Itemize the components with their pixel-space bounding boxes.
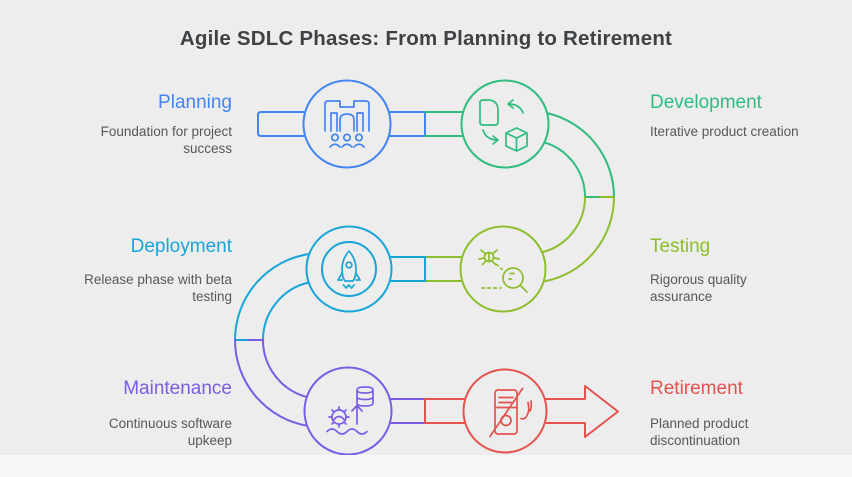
- ribbon-curve-left-cyan: [234, 252, 311, 341]
- development-circle: [460, 79, 550, 169]
- retirement-icon: [489, 387, 533, 438]
- phase-title-testing: Testing: [650, 236, 711, 257]
- phase-desc-development: Iterative product creation: [650, 123, 799, 139]
- ribbon-retirement-arrow: [424, 385, 619, 438]
- phase-block-retirement: Retirement Planned product discontinuati…: [650, 378, 850, 450]
- maintenance-circle: [303, 366, 393, 456]
- phase-block-testing: Testing Rigorous quality assurance: [650, 236, 850, 306]
- phase-circles: [302, 79, 550, 456]
- bottom-strip: [0, 455, 852, 477]
- maintenance-icon: [326, 386, 374, 435]
- phase-desc-retirement: Planned product discontinuation: [650, 415, 749, 449]
- ribbon-curve-left-purple: [234, 339, 309, 427]
- phase-title-planning: Planning: [158, 92, 232, 113]
- phase-title-retirement: Retirement: [650, 378, 743, 399]
- deployment-circle: [305, 225, 393, 313]
- phase-desc-planning: Foundation for project success: [100, 123, 232, 157]
- retirement-circle: [462, 368, 548, 454]
- planning-circle: [302, 79, 392, 169]
- testing-circle: [459, 225, 547, 313]
- planning-icon: [324, 100, 370, 148]
- page-title: Agile SDLC Phases: From Planning to Reti…: [179, 27, 673, 50]
- development-icon: [479, 99, 528, 152]
- phase-block-planning: Planning Foundation for project success: [32, 92, 232, 158]
- flow-ribbon: [234, 111, 619, 438]
- phase-block-maintenance: Maintenance Continuous software upkeep: [32, 378, 232, 450]
- ribbon-planning: [257, 111, 426, 137]
- phase-title-maintenance: Maintenance: [123, 378, 232, 399]
- ribbon-curve-right-olive: [540, 196, 615, 283]
- testing-icon: [478, 249, 528, 293]
- phase-desc-maintenance: Continuous software upkeep: [108, 415, 232, 449]
- phase-block-deployment: Deployment Release phase with beta testi…: [32, 236, 232, 306]
- deployment-icon: [321, 241, 377, 297]
- phase-title-development: Development: [650, 92, 762, 113]
- phase-title-deployment: Deployment: [130, 236, 232, 257]
- phase-desc-deployment: Release phase with beta testing: [84, 271, 232, 305]
- phase-block-development: Development Iterative product creation: [650, 92, 850, 140]
- phase-desc-testing: Rigorous quality assurance: [650, 271, 747, 305]
- ribbon-curve-right-green: [543, 112, 615, 198]
